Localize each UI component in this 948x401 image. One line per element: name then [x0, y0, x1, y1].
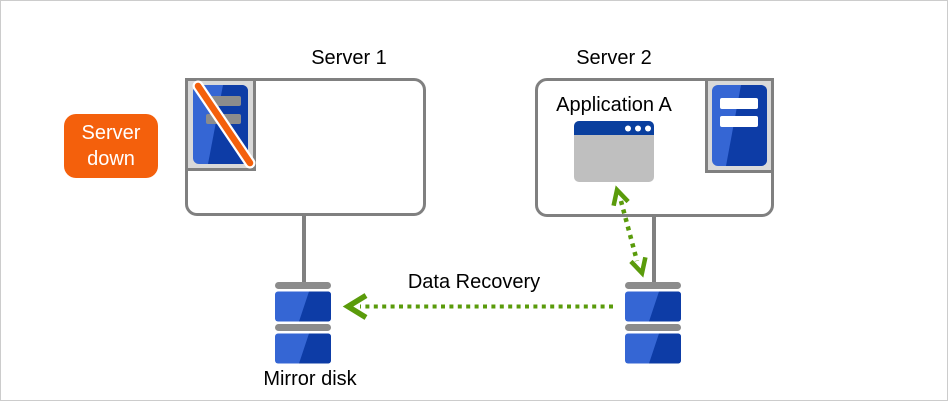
server2-label: Server 2 — [576, 47, 652, 69]
app-window-icon — [574, 121, 654, 182]
server2-disk-connector — [652, 216, 656, 284]
data-recovery-arrow — [342, 293, 613, 320]
mirror-disk2-icon — [625, 282, 681, 364]
mirror-disk-label: Mirror disk — [263, 368, 357, 390]
server1-down-icon — [185, 78, 256, 171]
data-recovery-label: Data Recovery — [407, 271, 541, 293]
server1-label: Server 1 — [311, 47, 387, 69]
slash-icon — [192, 80, 256, 169]
mirror-disk1-icon — [275, 282, 331, 364]
server1-disk-connector — [302, 215, 306, 284]
server-down-badge: Server down — [64, 114, 158, 178]
application-label: Application A — [556, 94, 672, 116]
server2-icon — [705, 78, 774, 173]
